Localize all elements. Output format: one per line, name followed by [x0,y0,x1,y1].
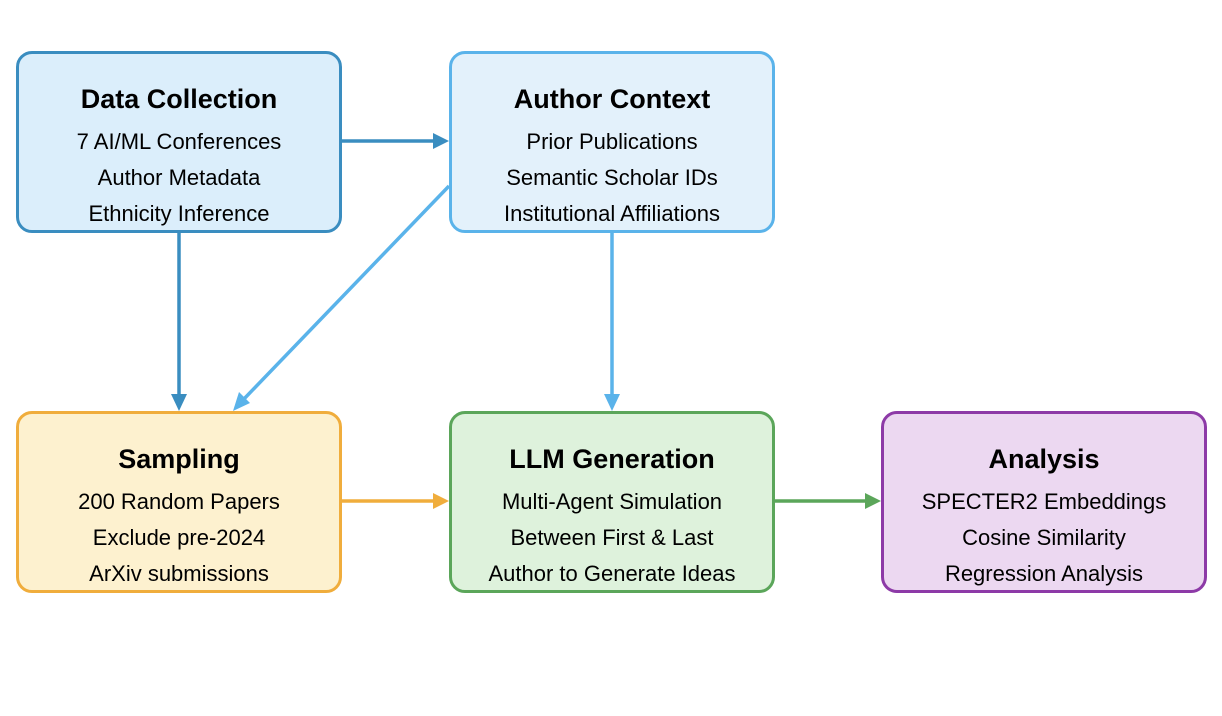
sampling-box: Sampling 200 Random Papers Exclude pre-2… [16,411,342,593]
analysis-title: Analysis [988,444,1100,474]
arrow-author-context-to-sampling [241,184,451,402]
author-context-item: Prior Publications [526,129,698,154]
arrowhead-sampling-to-llm-generation [433,493,449,509]
arrowhead-data-collection-to-author-context [433,133,449,149]
data-collection-item: Author Metadata [97,165,261,190]
data-collection-title: Data Collection [80,84,278,114]
sampling-item: Exclude pre-2024 [92,525,266,550]
arrowhead-data-collection-to-sampling [171,394,187,411]
arrowhead-author-context-to-llm-generation [604,394,620,411]
data-collection-item: Ethnicity Inference [88,201,270,226]
llm-generation-title: LLM Generation [509,444,715,474]
sampling-item: ArXiv submissions [89,561,269,586]
llm-generation-item: Author to Generate Ideas [488,561,736,586]
author-context-item: Institutional Affiliations [503,201,721,226]
author-context-box: Author Context Prior Publications Semant… [449,51,775,233]
arrowhead-llm-generation-to-analysis [865,493,881,509]
llm-generation-box: LLM Generation Multi-Agent Simulation Be… [449,411,775,593]
analysis-item: SPECTER2 Embeddings [921,489,1167,514]
sampling-title: Sampling [118,444,240,474]
data-collection-box: Data Collection 7 AI/ML Conferences Auth… [16,51,342,233]
author-context-title: Author Context [513,84,711,114]
analysis-item: Regression Analysis [944,561,1144,586]
sampling-item: 200 Random Papers [78,489,280,514]
author-context-item: Semantic Scholar IDs [506,165,718,190]
analysis-item: Cosine Similarity [962,525,1126,550]
data-collection-item: 7 AI/ML Conferences [76,129,282,154]
llm-generation-item: Between First & Last [510,525,714,550]
analysis-box: Analysis SPECTER2 Embeddings Cosine Simi… [881,411,1207,593]
arrowhead-author-context-to-sampling [233,392,250,411]
llm-generation-item: Multi-Agent Simulation [501,489,723,514]
